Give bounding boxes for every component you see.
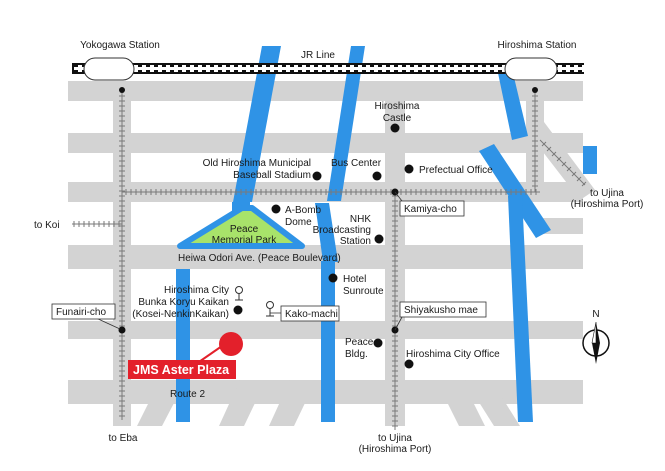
svg-text:Shiyakusho mae: Shiyakusho mae	[404, 305, 478, 316]
city-office-label: Hiroshima City Office	[406, 349, 500, 360]
to-ujina-south-2: (Hiroshima Port)	[359, 444, 432, 455]
svg-text:Hiroshima Station: Hiroshima Station	[498, 40, 577, 51]
bunka-koryu-dot	[233, 305, 243, 315]
prefectual-office-label: Prefectual Office	[419, 165, 493, 176]
symbol-icons	[235, 286, 274, 317]
a-bomb-dome-dot	[271, 204, 281, 214]
city-office-dot	[404, 359, 414, 369]
nhk-label-2: Broadcasting	[313, 225, 371, 236]
peace-bldg-label-2: Bldg.	[345, 349, 368, 360]
castle-label-2: Castle	[383, 113, 412, 124]
landmark-labels: Hiroshima Castle Old Hiroshima Municipal…	[132, 101, 500, 360]
a-bomb-dome-label-2: Dome	[285, 217, 312, 228]
svg-text:Funairi-cho: Funairi-cho	[56, 307, 106, 318]
a-bomb-dome-label-1: A-Bomb	[285, 205, 322, 216]
bus-center-dot	[372, 171, 382, 181]
venue-label: JMS Aster Plaza	[133, 363, 230, 377]
rivers	[176, 46, 597, 422]
bus-center-label: Bus Center	[331, 158, 382, 169]
prefectual-office-dot	[404, 164, 414, 174]
tram-stop-shiyakusho-mae: Shiyakusho mae	[394, 301, 487, 331]
jr-line-label: JR Line	[301, 50, 335, 61]
svg-text:Kamiya-cho: Kamiya-cho	[404, 204, 457, 215]
tram-stop-kamiya-cho: Kamiya-cho	[394, 191, 465, 217]
peace-bldg-dot	[373, 338, 383, 348]
venue-marker: JMS Aster Plaza	[128, 332, 243, 379]
landmark-dots	[233, 123, 414, 369]
svg-text:Kako-machi: Kako-machi	[285, 309, 338, 320]
nhk-label-1: NHK	[350, 214, 371, 225]
nhk-dot	[374, 234, 384, 244]
bunka-label-2: Bunka Koryu Kaikan	[138, 297, 229, 308]
to-ujina-east-2: (Hiroshima Port)	[571, 199, 644, 210]
to-eba-label: to Eba	[109, 433, 138, 444]
bunka-label-3: (Kosei-NenkinKaikan)	[132, 309, 229, 320]
svg-text:Yokogawa Station: Yokogawa Station	[80, 40, 160, 51]
route2-label: Route 2	[170, 389, 205, 400]
tram-stop-funairi-cho: Funairi-cho	[51, 303, 121, 330]
tram-stop-kako-machi: Kako-machi	[270, 305, 340, 322]
peace-bldg-label-1: Peace	[345, 337, 374, 348]
marker-symbol-icon	[266, 301, 274, 317]
compass-icon: N	[582, 309, 610, 364]
tram-stop-dots	[118, 87, 538, 334]
hotel-label-1: Hotel	[343, 274, 366, 285]
nhk-label-3: Station	[340, 236, 371, 247]
castle-dot	[390, 123, 400, 133]
peace-boulevard-label: Heiwa Odori Ave. (Peace Boulevard)	[178, 253, 341, 264]
stadium-dot	[312, 171, 322, 181]
peace-park-line2: Memorial Park	[212, 235, 277, 246]
peace-park-line1: Peace	[230, 224, 259, 235]
hotel-label-2: Sunroute	[343, 286, 384, 297]
to-koi-label: to Koi	[34, 220, 60, 231]
stadium-label-2: Baseball Stadium	[233, 170, 311, 181]
bunka-label-1: Hiroshima City	[164, 285, 229, 296]
hotel-sunroute-dot	[328, 273, 338, 283]
hiroshima-station: Hiroshima Station	[498, 40, 577, 81]
marker-symbol-icon	[235, 286, 243, 301]
to-ujina-east-1: to Ujina	[590, 188, 624, 199]
svg-text:N: N	[592, 309, 599, 320]
peace-memorial-park: Peace Memorial Park	[177, 205, 305, 249]
direction-labels: to Koi to Ujina (Hiroshima Port) to Eba …	[34, 188, 643, 455]
to-ujina-south-1: to Ujina	[378, 433, 412, 444]
stadium-label-1: Old Hiroshima Municipal	[203, 158, 311, 169]
castle-label-1: Hiroshima	[374, 101, 419, 112]
yokogawa-station: Yokogawa Station	[80, 40, 160, 81]
